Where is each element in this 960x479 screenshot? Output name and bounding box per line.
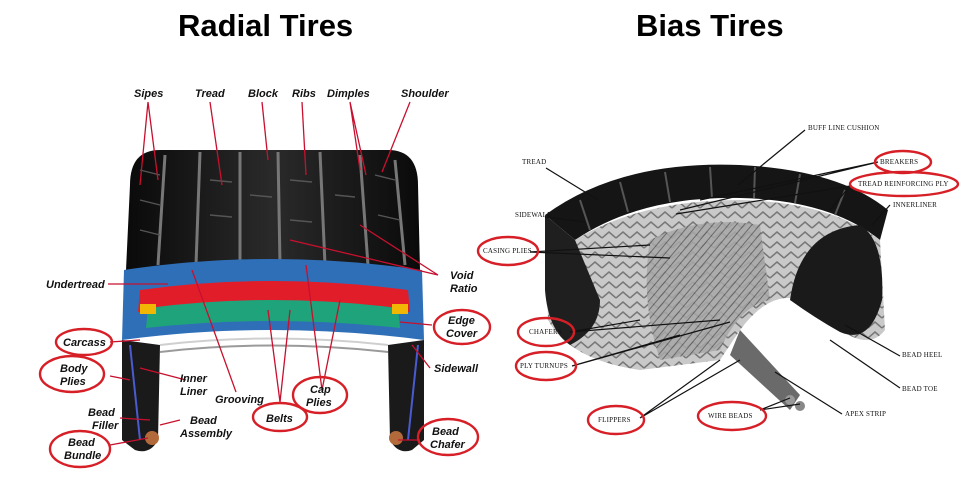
label-carcass: Carcass bbox=[63, 337, 106, 349]
radial-leader-lines bbox=[108, 101, 439, 446]
label-bias-tread: TREAD bbox=[522, 158, 546, 166]
ring-casing-plies bbox=[476, 235, 540, 267]
ring-bead-bundle bbox=[48, 429, 112, 469]
radial-bead-left bbox=[145, 431, 159, 445]
ring-cap-plies bbox=[291, 375, 349, 415]
ring-flippers bbox=[586, 404, 646, 436]
bias-tires-title: Bias Tires bbox=[636, 8, 784, 43]
label-inner-liner-1: Inner bbox=[180, 373, 208, 385]
label-bead-chafer-2: Chafer bbox=[430, 439, 466, 451]
label-bead-chafer-1: Bead bbox=[432, 426, 459, 438]
label-flippers: FLIPPERS bbox=[598, 416, 631, 424]
radial-tread-grooves bbox=[156, 151, 407, 266]
label-shoulder: Shoulder bbox=[401, 88, 449, 100]
label-ribs: Ribs bbox=[292, 88, 316, 100]
label-breakers: BREAKERS bbox=[880, 158, 918, 166]
label-wire-beads: WIRE BEADS bbox=[708, 412, 753, 420]
ring-ply-turnups bbox=[514, 350, 578, 382]
label-bead-assembly-2: Assembly bbox=[179, 428, 233, 440]
label-void-ratio-1: Void bbox=[450, 270, 474, 282]
label-sipes: Sipes bbox=[134, 88, 163, 100]
label-cap-plies-2: Plies bbox=[306, 397, 332, 409]
bias-tread-band bbox=[545, 164, 888, 240]
label-bead-filler-2: Filler bbox=[92, 420, 119, 432]
ring-carcass bbox=[54, 327, 114, 357]
label-ply-turnups: PLY TURNUPS bbox=[520, 362, 568, 370]
label-bead-heel: BEAD HEEL bbox=[902, 351, 943, 359]
bias-left-sidewall bbox=[545, 215, 600, 345]
ring-tread-reinforcing-ply bbox=[848, 170, 960, 198]
label-innerliner: INNERLINER bbox=[893, 201, 937, 209]
radial-tires-title: Radial Tires bbox=[178, 8, 354, 43]
radial-labels: Sipes Tread Block Ribs Dimples Shoulder … bbox=[46, 88, 479, 462]
ring-chafers bbox=[516, 316, 576, 348]
label-edge-cover-2: Cover bbox=[446, 328, 478, 340]
radial-green-belt bbox=[146, 300, 400, 328]
label-edge-cover-1: Edge bbox=[448, 315, 475, 327]
label-casing-plies: CASING PLIES bbox=[483, 247, 532, 255]
label-body-plies-2: Plies bbox=[60, 376, 86, 388]
bias-leader-lines bbox=[529, 129, 901, 419]
ring-wire-beads bbox=[696, 400, 768, 432]
ring-bead-chafer bbox=[416, 417, 480, 457]
radial-bead-right bbox=[389, 431, 403, 445]
bias-ply-section bbox=[646, 222, 770, 360]
radial-edge-cover-left bbox=[140, 304, 156, 314]
radial-tread-crown bbox=[126, 150, 420, 270]
label-sidewall: Sidewall bbox=[434, 363, 479, 375]
label-body-plies-1: Body bbox=[60, 363, 88, 375]
radial-tire-illustration bbox=[122, 150, 424, 452]
label-inner-liner-2: Liner bbox=[180, 386, 208, 398]
label-tread-reinforcing-ply: TREAD REINFORCING PLY bbox=[858, 180, 949, 188]
label-void-ratio-2: Ratio bbox=[450, 283, 478, 295]
label-dimples: Dimples bbox=[327, 88, 370, 100]
label-grooving: Grooving bbox=[215, 394, 264, 406]
label-cap-plies-1: Cap bbox=[310, 384, 331, 396]
label-undertread: Undertread bbox=[46, 279, 105, 291]
label-bead-toe: BEAD TOE bbox=[902, 385, 938, 393]
label-belts: Belts bbox=[266, 413, 293, 425]
radial-highlight-rings bbox=[38, 308, 492, 469]
bias-wire-bead-2 bbox=[795, 401, 805, 411]
label-bead-bundle-2: Bundle bbox=[64, 450, 101, 462]
bias-bead-area bbox=[730, 330, 800, 410]
ring-edge-cover bbox=[432, 308, 492, 346]
label-tread: Tread bbox=[195, 88, 225, 100]
label-bead-assembly-1: Bead bbox=[190, 415, 217, 427]
label-block: Block bbox=[248, 88, 279, 100]
ring-body-plies bbox=[38, 354, 106, 394]
label-bead-filler-1: Bead bbox=[88, 407, 115, 419]
label-apex-strip: APEX STRIP bbox=[845, 410, 886, 418]
label-bias-sidewall: SIDEWALL bbox=[515, 211, 552, 219]
bias-wire-bead-1 bbox=[785, 395, 795, 405]
label-bead-bundle-1: Bead bbox=[68, 437, 95, 449]
label-chafers: CHAFERS bbox=[529, 328, 562, 336]
label-buff-line-cushion: BUFF LINE CUSHION bbox=[808, 124, 879, 132]
radial-edge-cover-right bbox=[392, 304, 408, 314]
bias-inner-hollow bbox=[790, 225, 883, 335]
bias-highlight-rings bbox=[476, 149, 960, 436]
ring-belts bbox=[251, 401, 309, 433]
bias-labels: BUFF LINE CUSHION TREAD BREAKERS TREAD R… bbox=[483, 124, 949, 424]
